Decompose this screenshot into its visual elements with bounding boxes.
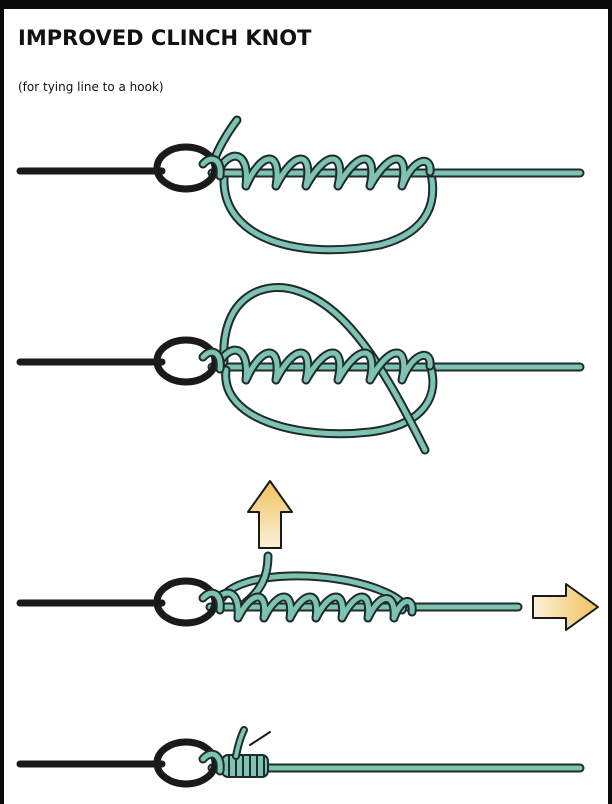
hook-eye (153, 336, 219, 386)
hook-eye (153, 577, 219, 627)
fishing-line-coils (221, 754, 269, 778)
step-1 (16, 115, 585, 255)
hook-eye (153, 738, 219, 788)
arrow-right-icon (532, 583, 599, 631)
page-title: IMPROVED CLINCH KNOT (18, 26, 312, 50)
trim-mark-icon (249, 731, 271, 746)
hook-eye (153, 143, 219, 193)
step-3 (16, 480, 599, 631)
page-subtitle: (for tying line to a hook) (18, 80, 164, 94)
arrow-up-icon (247, 480, 293, 549)
step-4 (16, 726, 585, 788)
step-2 (16, 283, 585, 455)
